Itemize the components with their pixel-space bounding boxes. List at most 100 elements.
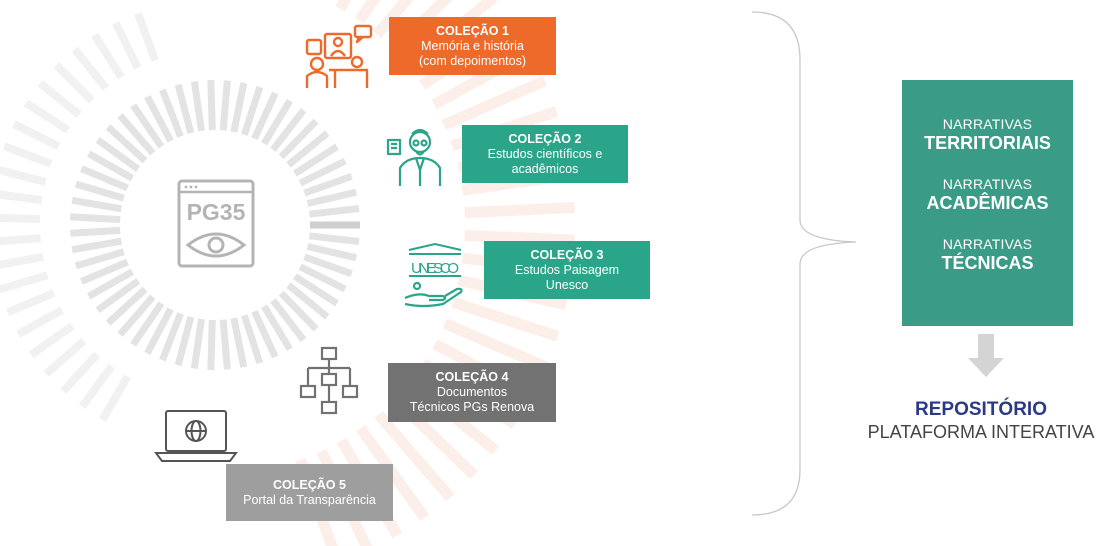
narratives-box: NARRATIVAS TERRITORIAIS NARRATIVAS ACADÊ… xyxy=(902,80,1073,326)
radial-stripe xyxy=(144,307,174,355)
radial-stripe xyxy=(23,99,71,134)
radial-stripe xyxy=(53,62,95,104)
radial-stripe xyxy=(278,290,319,332)
radial-stripe xyxy=(306,243,358,262)
collection-4-box: COLEÇÃO 4 Documentos Técnicos PGs Renova xyxy=(388,363,556,422)
radial-stripe xyxy=(241,86,264,136)
radial-stripe xyxy=(286,282,330,320)
radial-stripe xyxy=(219,319,231,370)
collection-2-box: COLEÇÃO 2 Estudos científicos e acadêmic… xyxy=(462,125,628,183)
narrative-1-name: TERRITORIAIS xyxy=(924,133,1051,153)
radial-stripe xyxy=(6,289,56,317)
collection-5-box: COLEÇÃO 5 Portal da Transparência xyxy=(226,464,393,521)
radial-stripe xyxy=(190,318,205,370)
radial-stripe xyxy=(270,298,307,342)
radial-stripe xyxy=(112,21,142,70)
radial-stripe xyxy=(372,0,414,39)
collection-1-line-1: Memória e história xyxy=(421,38,524,53)
radial-stripe xyxy=(298,157,347,187)
radial-stripe xyxy=(0,190,43,205)
collection-2-title: COLEÇÃO 2 xyxy=(508,131,582,146)
radial-stripe xyxy=(71,237,122,254)
laptop-globe-icon xyxy=(154,410,238,462)
radial-stripe xyxy=(91,32,125,80)
radial-stripe xyxy=(298,263,347,293)
radial-stripe xyxy=(43,337,87,377)
radial-stripe xyxy=(105,124,148,164)
down-arrow xyxy=(968,334,1004,377)
pg35-logo: PG35 xyxy=(177,179,255,268)
collection-3-line-2: Unesco xyxy=(545,277,589,292)
collection-5-line-1: Portal da Transparência xyxy=(243,492,376,507)
narrative-3-name: TÉCNICAS xyxy=(941,253,1034,273)
radial-stripe xyxy=(190,80,205,132)
radial-stripe xyxy=(293,273,339,307)
collection-5-title: COLEÇÃO 5 xyxy=(273,477,346,492)
radial-stripe xyxy=(374,410,455,502)
scholar-icon xyxy=(386,128,442,186)
radial-stripe xyxy=(60,351,100,394)
collection-3-line-1: Estudos Paisagem xyxy=(514,262,620,277)
org-chart-icon xyxy=(299,346,359,415)
repository-block: REPOSITÓRIO PLATAFORMA INTERATIVA xyxy=(836,399,1116,443)
radial-stripe xyxy=(230,82,248,133)
collection-1-box: COLEÇÃO 1 Memória e história (com depoim… xyxy=(389,17,556,75)
collection-2-line-1: Estudos científicos e xyxy=(487,146,603,161)
radial-stripe xyxy=(105,286,148,326)
radial-stripe xyxy=(74,180,125,202)
radial-stripe xyxy=(2,142,53,168)
pg35-label: PG35 xyxy=(187,199,246,225)
radial-stripe xyxy=(207,319,216,371)
narrative-2-name: ACADÊMICAS xyxy=(926,193,1049,213)
radial-stripe xyxy=(0,271,49,294)
collection-1-title: COLEÇÃO 1 xyxy=(436,23,509,38)
radial-stripe xyxy=(87,268,135,300)
radial-stripe xyxy=(293,143,339,177)
radial-stripe xyxy=(0,166,47,186)
radial-stripe xyxy=(71,196,122,213)
radial-stripe xyxy=(308,232,360,246)
radial-stripe xyxy=(70,226,121,237)
people-talking-icon xyxy=(305,24,373,88)
radial-stripe xyxy=(207,79,216,131)
radial-stripe xyxy=(87,150,135,182)
radial-stripe xyxy=(278,118,319,160)
gray-radial-stripes xyxy=(0,12,360,422)
radial-stripe xyxy=(442,318,549,372)
radial-stripe xyxy=(303,172,353,197)
collection-4-line-1: Documentos xyxy=(436,385,508,399)
radial-stripe xyxy=(99,374,131,422)
radial-stripe xyxy=(174,83,195,135)
narrative-3-prefix: NARRATIVAS xyxy=(942,236,1033,252)
radial-stripe xyxy=(117,113,156,156)
radial-stripe xyxy=(261,99,293,146)
radial-stripe xyxy=(16,306,64,338)
radial-stripe xyxy=(95,278,141,314)
radial-stripe xyxy=(74,248,125,270)
collection-3-title: COLEÇÃO 3 xyxy=(530,247,604,262)
radial-stripe xyxy=(134,12,159,62)
unesco-hand-icon: UNESCO xyxy=(404,242,463,308)
radial-stripe xyxy=(261,304,293,351)
repository-title: REPOSITÓRIO xyxy=(915,399,1047,420)
radial-stripe xyxy=(441,75,548,130)
radial-stripe xyxy=(354,0,381,24)
radial-stripe xyxy=(0,234,41,246)
curly-brace xyxy=(751,11,857,516)
radial-stripe xyxy=(464,201,575,219)
radial-stripe xyxy=(308,204,360,218)
radial-stripe xyxy=(251,309,279,359)
radial-stripe xyxy=(130,103,165,149)
narrative-1-prefix: NARRATIVAS xyxy=(942,116,1033,132)
collection-4-line-2: Técnicos PGs Renova xyxy=(409,400,535,414)
collection-1-line-2: (com depoimentos) xyxy=(419,53,526,68)
radial-stripe xyxy=(286,130,330,168)
radial-stripe xyxy=(70,213,121,224)
radial-stripe xyxy=(219,80,231,131)
radial-stripe xyxy=(451,297,560,342)
radial-stripe xyxy=(95,136,141,172)
radial-stripe xyxy=(130,301,165,347)
radial-stripe xyxy=(71,46,110,91)
radial-stripe xyxy=(80,258,129,285)
radial-stripe xyxy=(303,253,353,278)
